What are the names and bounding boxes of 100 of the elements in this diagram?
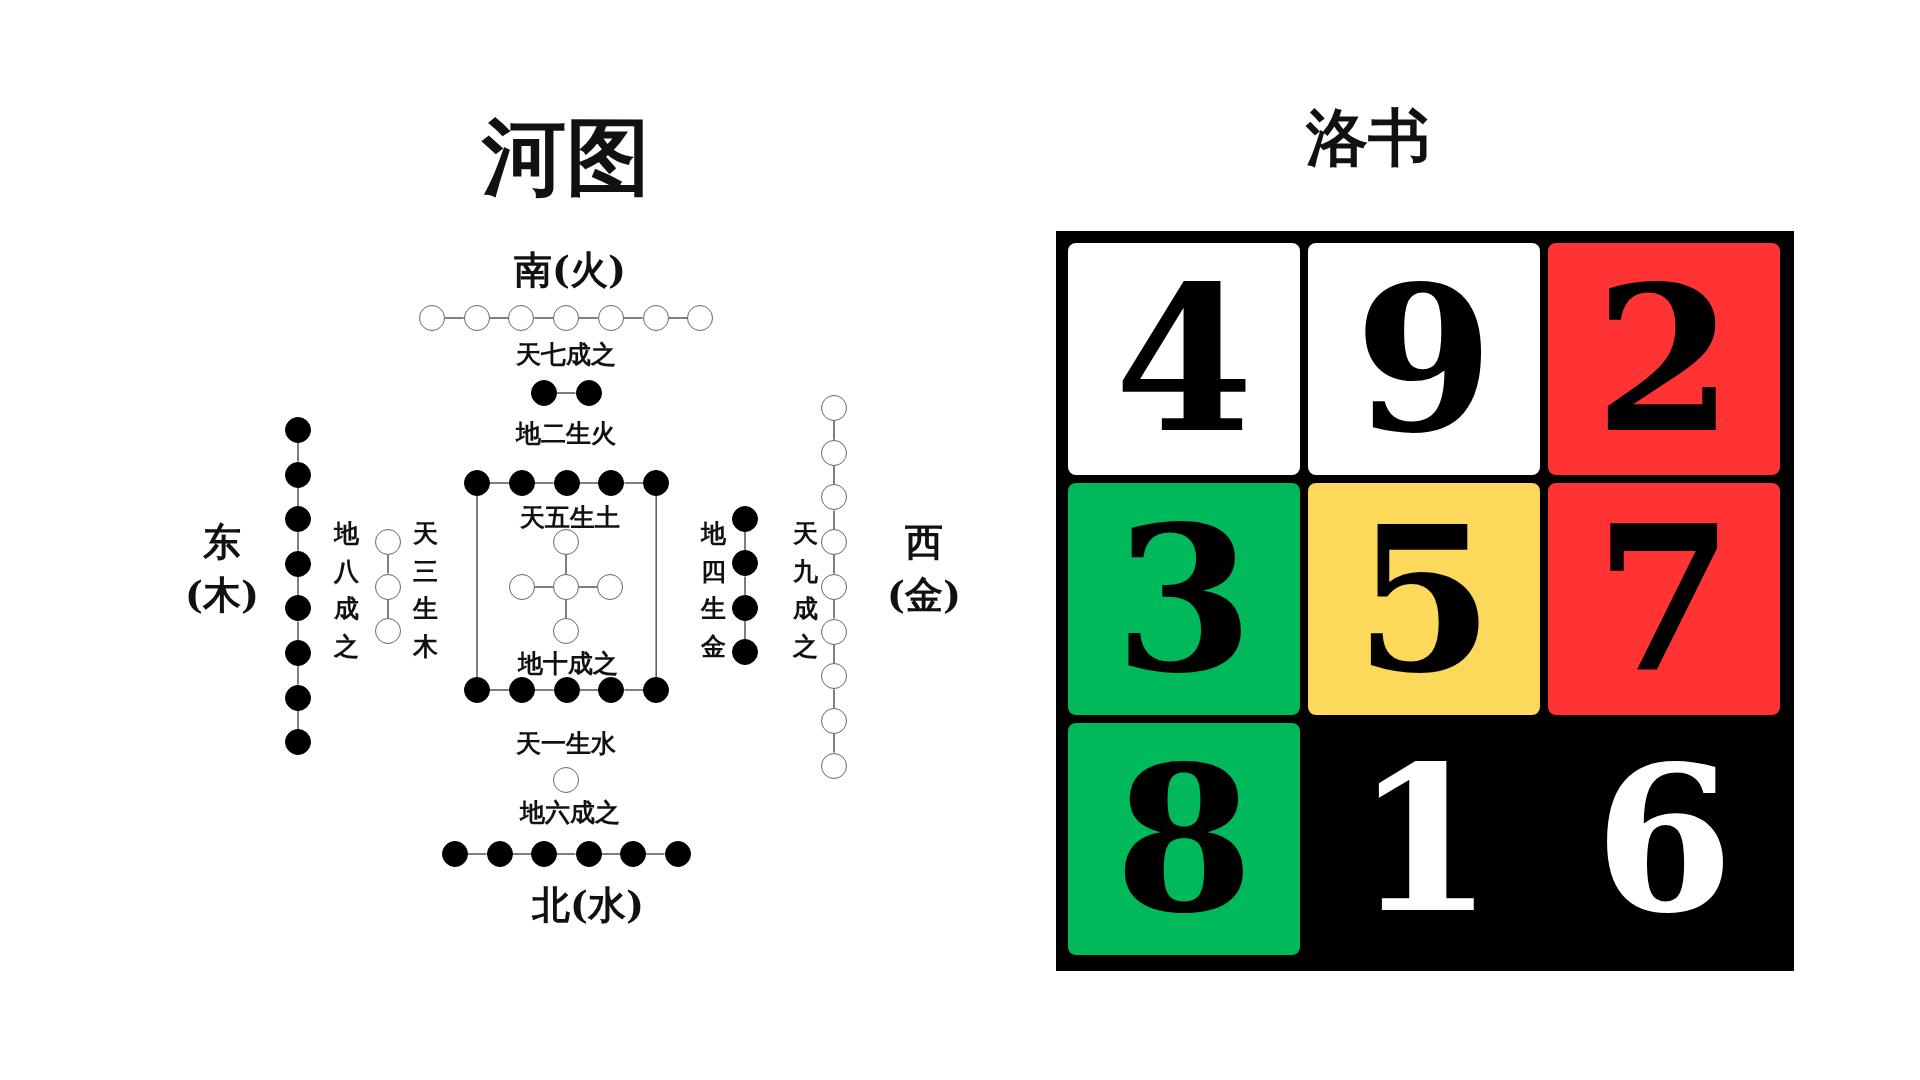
hollow-dot xyxy=(508,305,535,331)
connector-line xyxy=(645,853,666,855)
connector-line xyxy=(744,531,746,552)
solid-dot xyxy=(732,550,758,577)
solid-dot xyxy=(643,677,670,703)
connector-line xyxy=(623,689,644,691)
hollow-dot xyxy=(821,395,847,421)
connector-line xyxy=(833,420,835,441)
solid-dot xyxy=(575,841,602,867)
connector-line xyxy=(565,554,567,575)
connector-line xyxy=(489,482,510,484)
hollow-dot xyxy=(821,618,847,645)
connector-line xyxy=(556,853,577,855)
hollow-dot xyxy=(821,707,847,734)
number-cell: 7 xyxy=(1548,483,1780,715)
solid-dot xyxy=(285,417,311,443)
number-cell: 9 xyxy=(1308,243,1540,475)
solid-dot xyxy=(531,841,557,867)
hollow-dot xyxy=(821,573,847,600)
connector-line xyxy=(556,392,577,394)
solid-dot xyxy=(643,470,670,496)
connector-line xyxy=(511,853,532,855)
connector-line xyxy=(578,482,600,484)
solid-dot xyxy=(553,470,580,496)
solid-dot xyxy=(464,677,490,703)
connector-line xyxy=(655,495,657,678)
number-label: 地十成之 xyxy=(518,647,618,680)
number-label: 天七成之 xyxy=(516,338,616,371)
connector-line xyxy=(489,689,510,691)
connector-line xyxy=(623,317,644,319)
connector-line xyxy=(565,599,567,619)
hollow-dot xyxy=(821,663,847,690)
number-label: 天三生木 xyxy=(411,518,439,663)
number-label: 天九成之 xyxy=(791,518,819,663)
title-heading: 河图 xyxy=(482,106,650,208)
connector-line xyxy=(833,554,835,575)
connector-line xyxy=(623,482,644,484)
connector-line xyxy=(297,709,299,730)
connector-line xyxy=(578,689,600,691)
connector-line xyxy=(297,442,299,463)
hollow-dot xyxy=(553,618,579,644)
direction-label: 南(火) xyxy=(514,245,626,294)
connector-line xyxy=(297,576,299,597)
title-heading: 洛书 xyxy=(1306,100,1430,176)
number-label: 地六成之 xyxy=(520,796,620,829)
number-label: 天五生土 xyxy=(520,501,620,534)
connector-line xyxy=(488,317,510,319)
connector-line xyxy=(744,620,746,640)
hollow-dot xyxy=(553,529,579,555)
connector-line xyxy=(833,643,835,664)
hollow-dot xyxy=(821,439,847,466)
direction-label: 西(金) xyxy=(886,517,962,619)
solid-dot xyxy=(464,470,490,496)
solid-dot xyxy=(285,595,311,622)
solid-dot xyxy=(664,841,691,867)
number-cell: 4 xyxy=(1068,243,1300,475)
solid-dot xyxy=(508,677,535,703)
connector-line xyxy=(297,620,299,641)
solid-dot xyxy=(620,841,646,867)
solid-dot xyxy=(285,729,311,756)
connector-line xyxy=(476,495,478,678)
connector-line xyxy=(578,317,599,319)
hollow-dot xyxy=(375,573,401,600)
hollow-dot xyxy=(553,305,580,331)
number-cell: 5 xyxy=(1308,483,1540,715)
hollow-dot xyxy=(597,305,624,331)
connector-line xyxy=(534,689,555,691)
connector-line xyxy=(534,482,555,484)
connector-line xyxy=(600,853,621,855)
direction-label: 北(水) xyxy=(532,880,644,929)
hollow-dot xyxy=(509,574,535,600)
connector-line xyxy=(833,733,835,754)
hollow-dot xyxy=(419,305,445,331)
connector-line xyxy=(387,554,389,575)
number-label: 地二生火 xyxy=(516,417,616,450)
hollow-dot xyxy=(687,305,714,331)
solid-dot xyxy=(531,380,557,406)
hollow-dot xyxy=(821,484,847,511)
connector-line xyxy=(744,575,746,596)
number-cell: 2 xyxy=(1548,243,1780,475)
hollow-dot xyxy=(821,529,847,556)
connector-line xyxy=(297,486,299,507)
connector-line xyxy=(297,531,299,552)
solid-dot xyxy=(553,677,580,703)
connector-line xyxy=(833,464,835,486)
hollow-dot xyxy=(553,767,579,793)
connector-line xyxy=(444,317,465,319)
connector-line xyxy=(467,853,488,855)
connector-line xyxy=(578,586,598,588)
solid-dot xyxy=(732,639,758,666)
number-cell: 3 xyxy=(1068,483,1300,715)
connector-line xyxy=(667,317,688,319)
hollow-dot xyxy=(375,529,401,555)
connector-line xyxy=(297,665,299,686)
connector-line xyxy=(833,688,835,709)
hollow-dot xyxy=(597,574,623,600)
hollow-dot xyxy=(463,305,490,331)
connector-line xyxy=(833,599,835,620)
hollow-dot xyxy=(642,305,669,331)
number-label: 天一生水 xyxy=(516,727,616,760)
